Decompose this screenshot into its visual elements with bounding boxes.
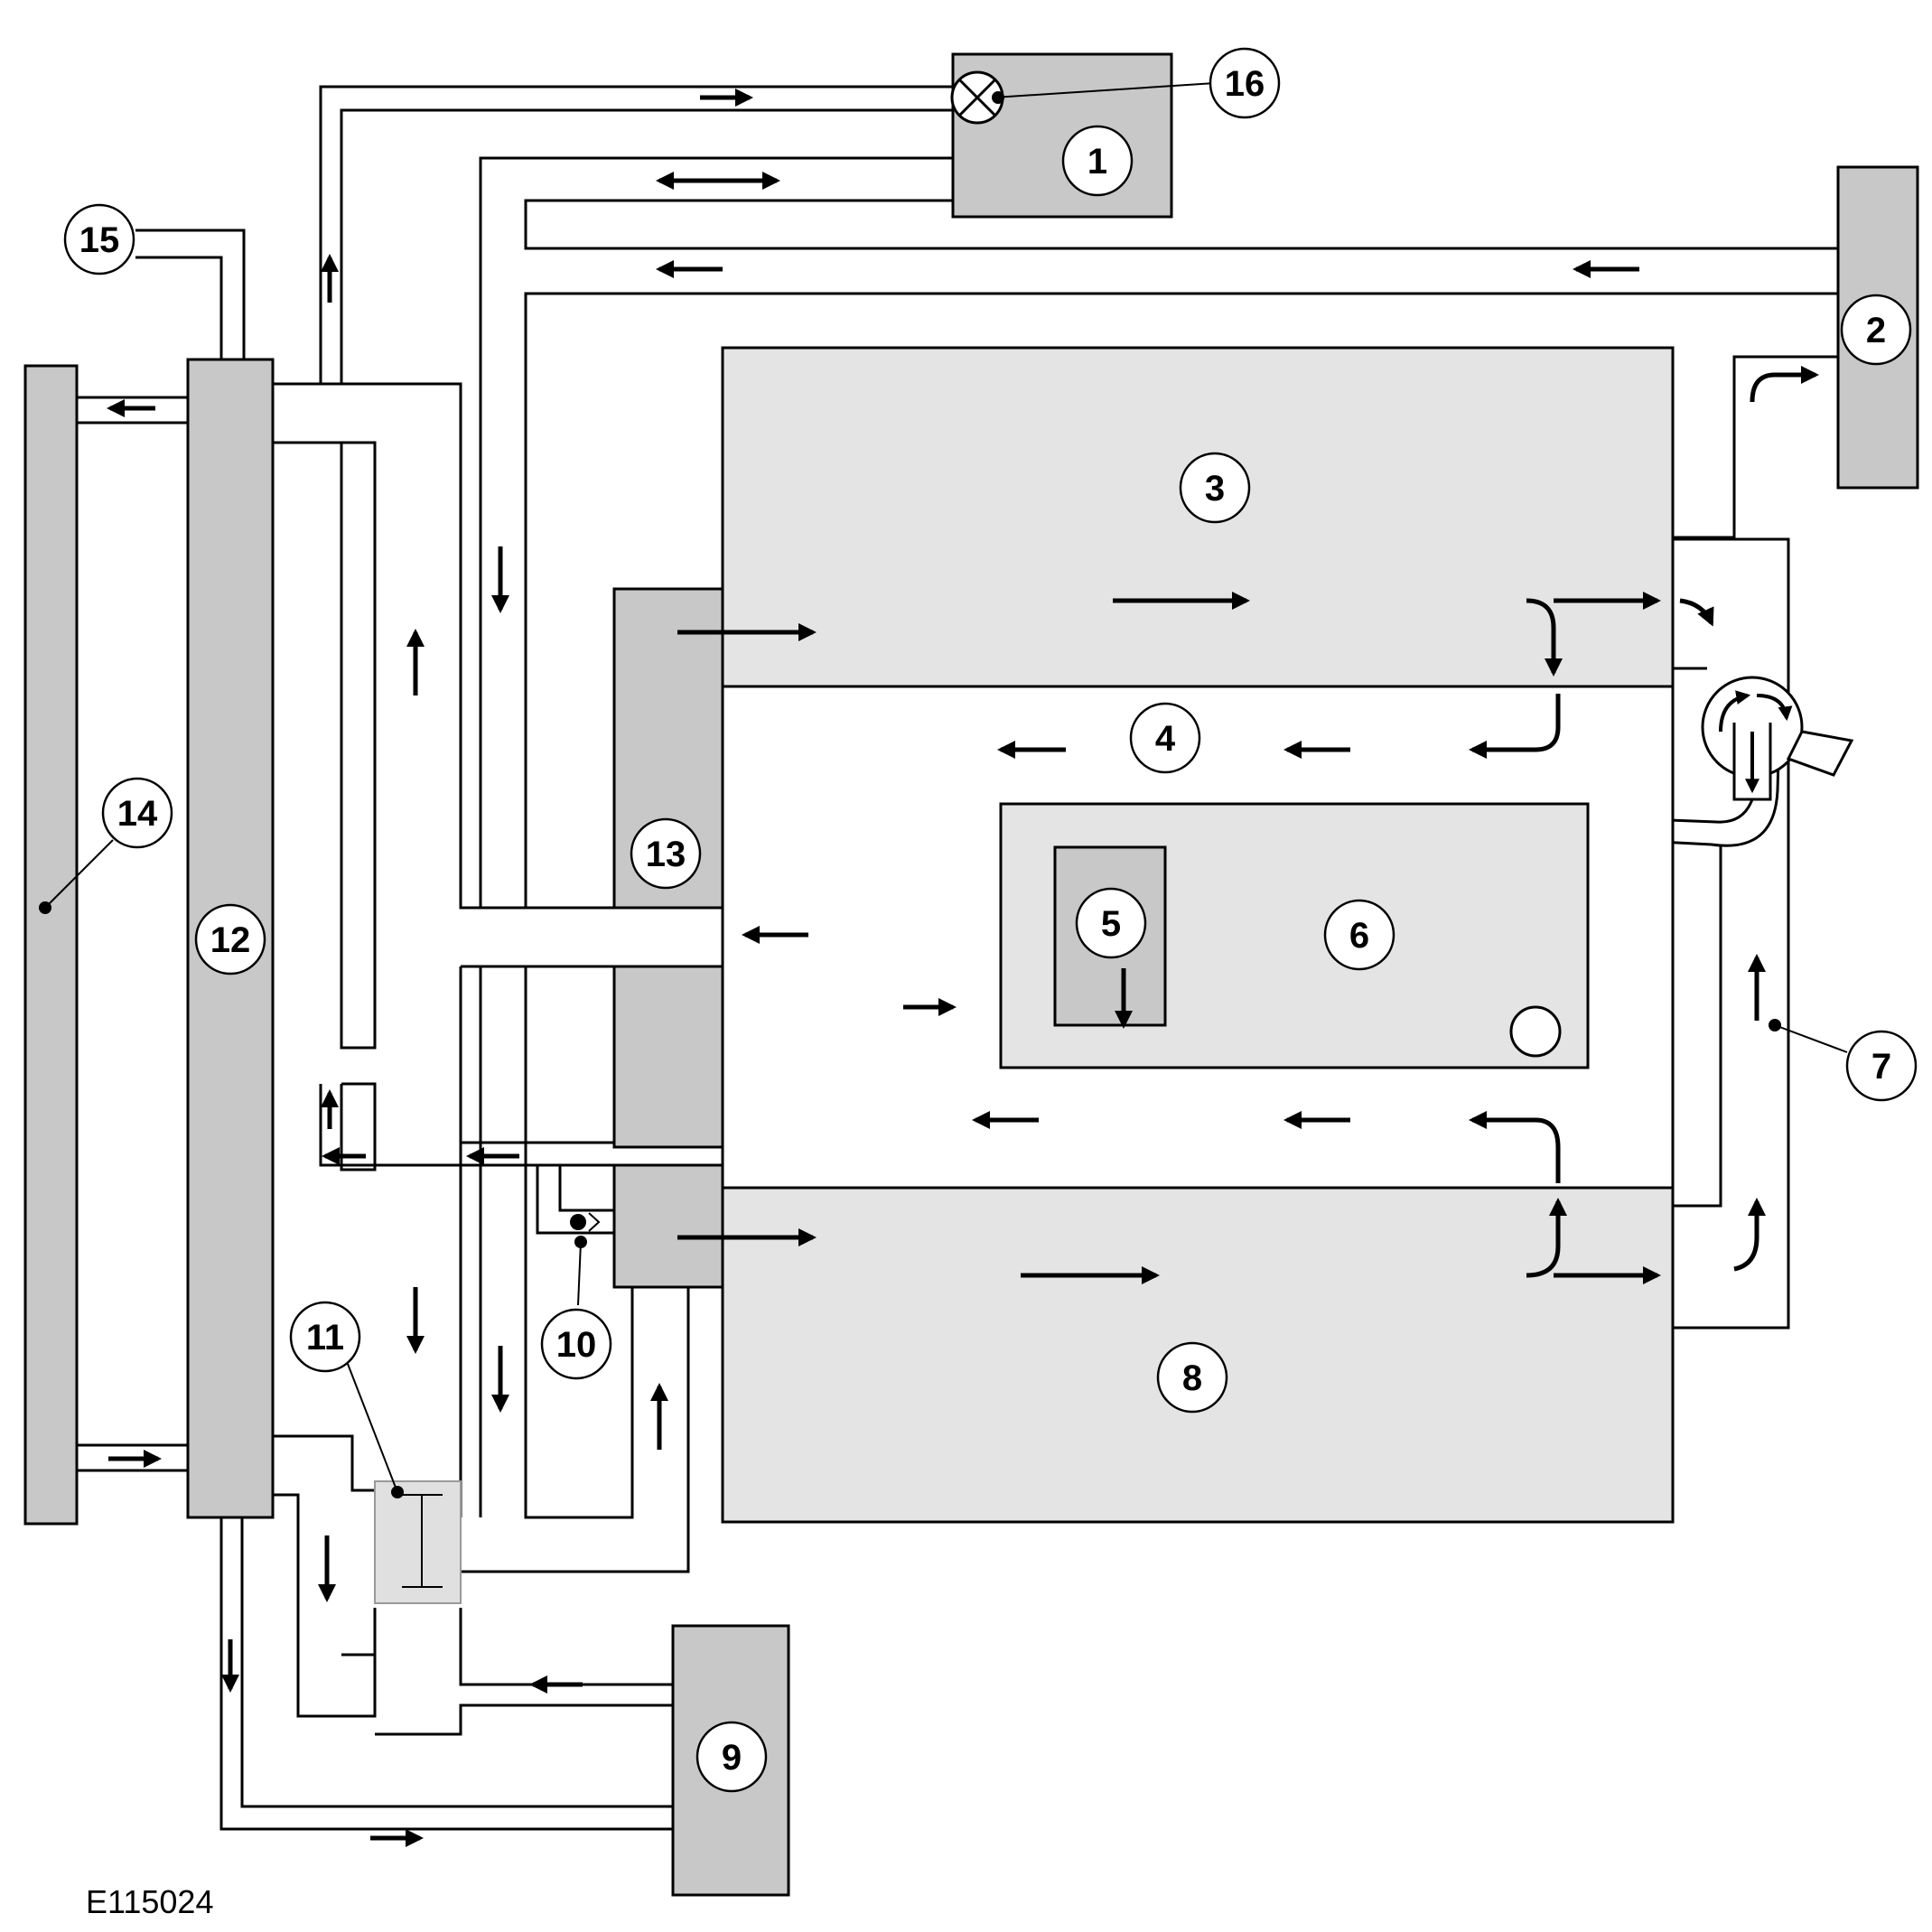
svg-text:13: 13 [646, 835, 686, 874]
callout-2: 2 [1840, 294, 1912, 366]
svg-text:16: 16 [1225, 64, 1265, 104]
hose-check-valve-2 [536, 1165, 614, 1235]
hose-tank-to-heater [524, 199, 1838, 250]
hose-radiator-bottom-2 [273, 1493, 377, 1718]
outlet-housing-13-mid [612, 965, 724, 1149]
callout-1: 1 [1061, 125, 1134, 197]
svg-text:12: 12 [210, 920, 251, 960]
svg-text:15: 15 [79, 220, 120, 260]
svg-text:11: 11 [306, 1318, 344, 1358]
callout-13: 13 [630, 817, 702, 890]
hose-9-return [375, 1703, 673, 1736]
hose-heater-return [524, 292, 1838, 908]
hose-radiator-top-inner [273, 441, 377, 1050]
hose-lower-bleed [340, 1082, 377, 1171]
svg-text:3: 3 [1205, 469, 1225, 509]
hose-thermo-to-9 [459, 1608, 673, 1686]
svg-text:8: 8 [1182, 1358, 1202, 1398]
callout-11: 11 [289, 1301, 361, 1373]
figure-id: E115024 [86, 1883, 213, 1920]
water-pump-7 [1701, 676, 1854, 801]
callout-9: 9 [695, 1721, 768, 1793]
callout-5: 5 [1075, 887, 1147, 959]
callout-14: 14 [101, 777, 173, 849]
hose-vent-to-tank-inner [340, 108, 957, 384]
hose-radiator-to-9-2 [240, 1517, 673, 1808]
hose-15 [135, 229, 246, 359]
check-valve-icon [570, 1212, 601, 1232]
svg-text:9: 9 [722, 1738, 742, 1778]
svg-text:2: 2 [1866, 311, 1886, 350]
callout-16: 16 [1209, 47, 1281, 119]
svg-text:10: 10 [556, 1325, 597, 1365]
callout-8: 8 [1156, 1341, 1228, 1414]
svg-text:14: 14 [117, 794, 158, 834]
port-circle [1509, 1005, 1562, 1058]
callout-12: 12 [194, 903, 266, 975]
hose-right-upper [1673, 355, 1838, 539]
thermostat-symbol [402, 1494, 443, 1588]
hose-15-2 [135, 256, 223, 359]
hose-thermostat-outlet [341, 1608, 377, 1657]
callout-15: 15 [63, 203, 135, 275]
hose-right-lower [1673, 845, 1722, 1208]
thermostat-11 [374, 1480, 462, 1604]
callout-7: 7 [1845, 1030, 1918, 1102]
svg-text:7: 7 [1871, 1047, 1891, 1087]
callout-4: 4 [1129, 702, 1201, 774]
radiator-14 [23, 364, 79, 1526]
hose-radiator-to-9 [219, 1517, 673, 1831]
svg-text:5: 5 [1101, 904, 1121, 944]
outlet-housing-13-lower [612, 1163, 724, 1289]
callout-3: 3 [1179, 452, 1251, 524]
arrow-icon [107, 89, 1819, 1847]
svg-text:6: 6 [1349, 916, 1369, 956]
callout-10: 10 [540, 1308, 612, 1380]
callout-6: 6 [1323, 899, 1395, 971]
hose-check-valve [558, 1165, 614, 1212]
hose-lower-return [319, 1084, 461, 1167]
hose-vent-to-tank [319, 85, 957, 384]
svg-text:1: 1 [1087, 142, 1107, 182]
hose-right-outer [1673, 537, 1790, 1330]
hose-tank-to-junction [479, 156, 953, 908]
leader-lines [39, 82, 1848, 1498]
svg-text:4: 4 [1155, 719, 1176, 759]
